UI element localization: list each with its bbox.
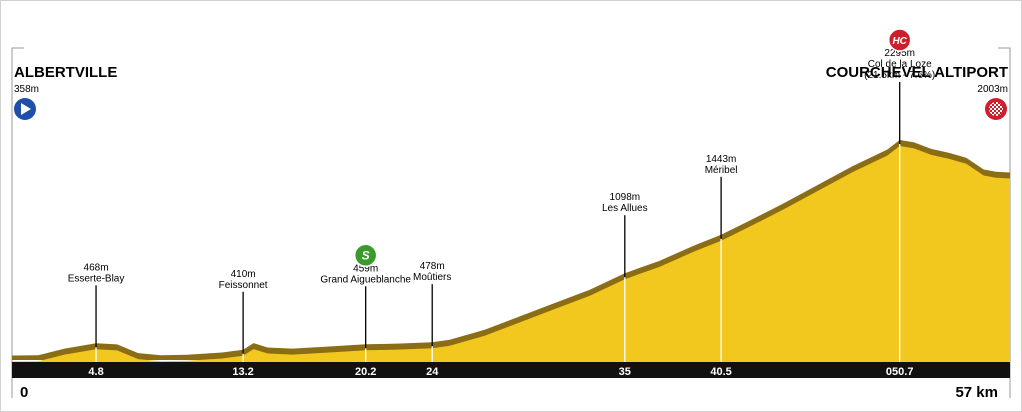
waypoint-name: Feissonnet [219,280,268,291]
km-axis-bar [12,362,1010,378]
km-tick-label: 35 [619,366,631,378]
waypoint-altitude: 478m [420,261,445,272]
waypoint-name: Méribel [705,165,738,176]
waypoint-altitude: 410m [231,269,256,280]
km-tick-label: 13.2 [232,366,253,378]
waypoint-climb-label: (21.5km - 7.6%) [864,70,935,81]
km-tick-label: 050.7 [886,366,914,378]
elevation-profile [12,140,1010,366]
waypoint-name: Col de la Loze [868,59,932,70]
start-altitude-label: 358m [14,84,39,95]
km-tick-label: 20.2 [355,366,376,378]
axis-start-label: 0 [20,384,28,401]
waypoint-altitude: 2295m [884,48,915,59]
km-tick-label: 40.5 [710,366,731,378]
climb-badge-label: HC [892,36,907,47]
waypoint-name: Les Allues [602,203,648,214]
waypoint-altitude: 1443m [706,154,737,165]
profile-fill [12,146,1010,366]
km-tick-label: 4.8 [88,366,103,378]
finish-altitude-label: 2003m [977,84,1008,95]
km-tick-label: 24 [426,366,439,378]
start-arrow-icon [14,98,36,120]
left-bracket [11,47,24,398]
climb-badge-s-icon: S [353,243,378,268]
waypoint-altitude: 459m [353,263,378,274]
start-city-name: ALBERTVILLE [14,64,117,81]
finish-city-name: COURCHEVEL ALTIPORT [826,64,1008,81]
km-tick-labels: 4.8 13.2 20.2 24 35 40.5 050.7 [88,366,913,378]
climb-badge-label: S [362,248,370,262]
waypoint-name: Grand Aigueblanche [320,274,411,285]
axis-end-label: 57 km [955,384,998,401]
waypoint-name: Moûtiers [413,272,451,283]
waypoint-altitude: 468m [84,262,109,273]
waypoint-altitude: 1098m [610,192,641,203]
climb-badge-hc-icon: HC [887,28,912,52]
waypoint-name: Esserte-Blay [68,273,125,284]
checkered-flag-icon [985,98,1007,120]
